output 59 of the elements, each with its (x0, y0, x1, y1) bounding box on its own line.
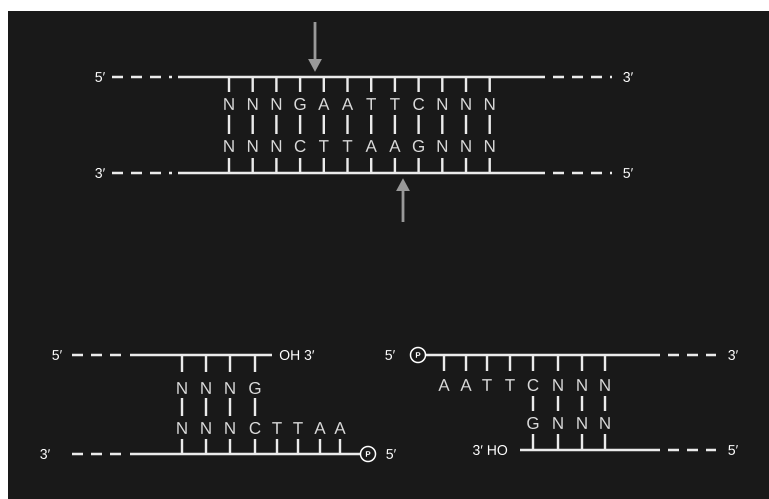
base-letter: N (201, 422, 211, 434)
base-letter: A (389, 140, 401, 152)
base-letter: G (294, 98, 306, 110)
base-letter: T (505, 379, 515, 391)
end-label: 3′ (95, 168, 105, 178)
base-letter: N (438, 140, 448, 152)
base-letter: N (484, 140, 494, 152)
base-letter: N (177, 382, 187, 394)
end-label: 5′ (623, 168, 633, 178)
end-label: 3′ (40, 449, 50, 459)
end-label: 3′ (728, 350, 738, 360)
base-letter: A (460, 379, 472, 391)
base-letter: N (248, 98, 258, 110)
base-letter: A (438, 379, 450, 391)
base-letter: N (177, 422, 187, 434)
base-letter: G (249, 382, 260, 394)
base-letter: N (600, 379, 610, 391)
base-letter: T (390, 98, 400, 110)
base-letter: A (314, 422, 326, 434)
base-letter: A (342, 98, 354, 110)
base-letter: N (248, 140, 258, 152)
base-letter: N (438, 98, 448, 110)
base-letter: N (461, 140, 471, 152)
base-letter: C (413, 98, 424, 110)
end-label: 5′ (385, 350, 395, 360)
base-letter: N (553, 417, 563, 429)
end-label: OH 3′ (280, 350, 314, 360)
base-letter: N (224, 98, 234, 110)
base-letter: C (528, 378, 538, 392)
base-letter: G (412, 140, 424, 152)
end-label: 5′ (52, 350, 62, 360)
base-letter: N (484, 98, 494, 110)
base-letter: T (482, 379, 492, 391)
base-letter: N (577, 417, 587, 429)
base-letter: N (272, 140, 282, 152)
base-letter: G (527, 416, 538, 430)
base-letter: T (342, 140, 352, 152)
end-label: 5′ (95, 72, 105, 82)
base-letter: T (319, 140, 329, 152)
base-letter: C (250, 422, 260, 434)
base-letter: N (461, 98, 471, 110)
base-letter: N (577, 379, 587, 391)
base-letter: N (224, 140, 234, 152)
end-label: 3′ HO (473, 445, 508, 455)
base-letter: A (334, 422, 346, 434)
base-letter: T (293, 422, 303, 434)
end-label: 5′ (728, 445, 738, 455)
base-letter: N (600, 417, 610, 429)
end-label: 3′ (623, 72, 633, 82)
base-letter: A (366, 140, 377, 152)
base-letter: N (225, 382, 235, 394)
base-letter: T (272, 422, 282, 434)
base-letter: C (294, 140, 306, 152)
base-letter: N (201, 382, 211, 394)
base-letter: N (553, 379, 563, 391)
base-letter: T (366, 98, 376, 110)
base-letter: A (318, 98, 330, 110)
base-letter: N (225, 422, 235, 434)
base-letter: N (272, 98, 282, 110)
